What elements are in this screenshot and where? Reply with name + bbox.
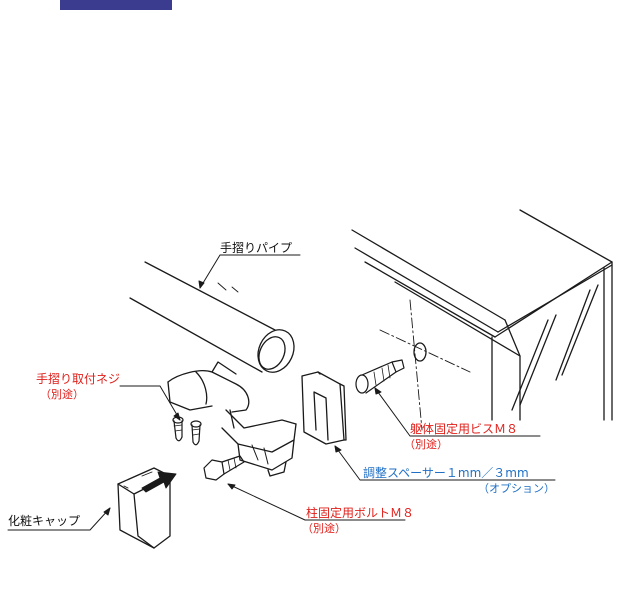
label-adjust-spacer-sub: （オプション） — [478, 482, 555, 495]
wall-structure — [351, 209, 613, 431]
label-handrail-pipe: 手摺りパイプ — [220, 241, 293, 255]
header-tab — [60, 0, 172, 10]
label-handrail-screw: 手摺り取付ネジ — [36, 372, 121, 386]
post-bolt — [203, 455, 245, 481]
label-decor-cap: 化粧キャップ — [8, 514, 81, 528]
label-body-bis-sub: （別途） — [404, 438, 448, 451]
anchor-bis — [355, 359, 405, 394]
insert-arrow — [141, 471, 177, 493]
label-post-bolt: 柱固定用ボルトＭ８ — [306, 506, 415, 520]
bracket — [167, 361, 297, 477]
label-post-bolt-sub: （別途） — [302, 522, 346, 535]
label-adjust-spacer: 調整スペーサー１mm／３mm — [363, 466, 529, 480]
handrail-pipe — [129, 261, 295, 373]
leader-lines — [7, 254, 556, 531]
handrail-screws — [172, 416, 202, 446]
adjust-spacer — [301, 371, 347, 445]
label-body-bis: 躯体固定用ビスＭ８ — [410, 422, 519, 436]
label-handrail-screw-sub: （別途） — [40, 388, 84, 401]
